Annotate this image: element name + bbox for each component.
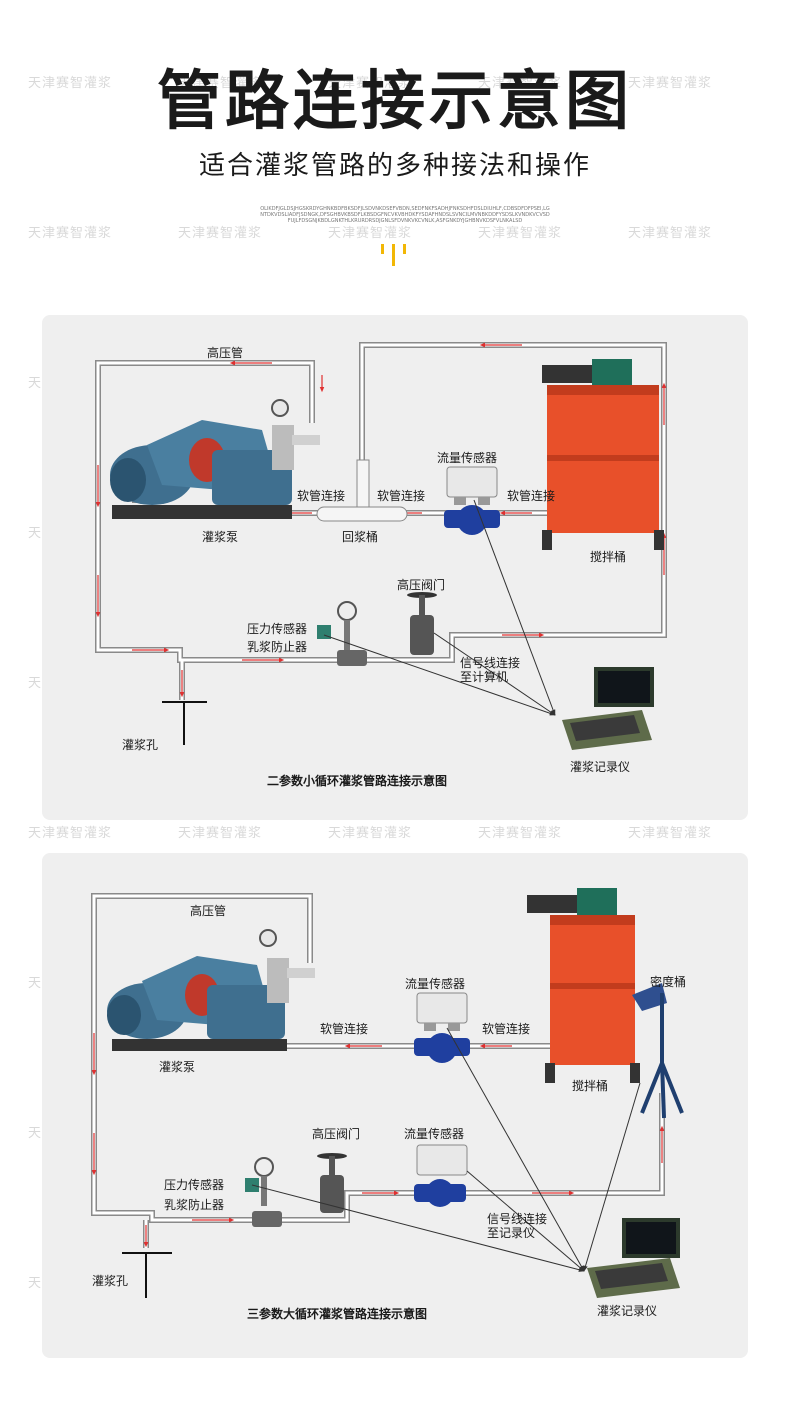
- yellow-accent-marks: [381, 244, 406, 266]
- label-signal-line-2: 至记录仪: [487, 1226, 535, 1240]
- mixing-tank-icon: [542, 359, 664, 550]
- grout-pump-icon: [110, 399, 320, 519]
- watermark-text: 天津赛智灌浆: [478, 826, 563, 841]
- grout-hole-icon: [162, 701, 207, 745]
- diagram-small-circulation: 高压管 软管连接 软管连接 软管连接 流量传感器 灌浆泵 回浆桶 搅拌桶 高压阀…: [42, 315, 748, 820]
- watermark-text: 天津赛智灌浆: [478, 226, 563, 241]
- pressure-sensor-icon: [245, 1157, 282, 1227]
- grout-hole-icon: [122, 1252, 172, 1298]
- label-signal-line-1: 信号线连接: [487, 1211, 547, 1226]
- high-pressure-valve-icon: [317, 1153, 347, 1213]
- flow-sensor-top-icon: [414, 992, 470, 1063]
- diagram-large-circulation-canvas: 高压管 密度桶 流量传感器 软管连接 软管连接 灌浆泵 搅拌桶 高压阀门 流量传…: [91, 888, 686, 1321]
- label-hose-connection-1: 软管连接: [297, 488, 345, 503]
- label-flow-sensor: 流量传感器: [437, 450, 497, 465]
- diagram-caption: 三参数大循环灌浆管路连接示意图: [247, 1306, 427, 1321]
- watermark-text: 天津赛智灌浆: [28, 226, 113, 241]
- pressure-sensor-icon: [317, 601, 367, 666]
- label-grout-pump: 灌浆泵: [159, 1059, 195, 1074]
- label-flow-sensor-top: 流量传感器: [405, 976, 465, 991]
- watermark-text: 天津赛智灌浆: [178, 826, 263, 841]
- diagram-caption: 二参数小循环灌浆管路连接示意图: [267, 773, 447, 788]
- flow-sensor-bottom-icon: [414, 1144, 468, 1207]
- mixing-tank-icon: [527, 888, 640, 1083]
- label-mixing-tank: 搅拌桶: [572, 1078, 608, 1093]
- label-high-pressure-valve: 高压阀门: [312, 1126, 360, 1141]
- flow-arrows: [91, 1033, 665, 1248]
- label-hose-connection-1: 软管连接: [320, 1021, 368, 1036]
- label-signal-line-2: 至计算机: [460, 669, 508, 684]
- watermark-text: 天津赛智灌浆: [628, 826, 713, 841]
- label-emulsion-stopper: 乳浆防止器: [164, 1197, 224, 1212]
- page-subtitle: 适合灌浆管路的多种接法和操作: [198, 151, 591, 181]
- label-hose-connection-2: 软管连接: [377, 488, 425, 503]
- watermark-text: 天津赛智灌浆: [328, 226, 413, 241]
- label-mixing-tank: 搅拌桶: [590, 549, 626, 564]
- page-title: 管路连接示意图: [157, 65, 633, 139]
- density-tank-icon: [632, 983, 684, 1119]
- label-grout-hole: 灌浆孔: [92, 1273, 128, 1288]
- signal-lines: [323, 499, 556, 716]
- label-high-pressure-valve: 高压阀门: [397, 577, 445, 592]
- grout-recorder-icon: [587, 1218, 680, 1298]
- watermark-text: 天津赛智灌浆: [628, 226, 713, 241]
- label-grout-recorder: 灌浆记录仪: [570, 759, 630, 774]
- label-hose-connection-3: 软管连接: [507, 488, 555, 503]
- grout-pump-icon: [107, 929, 315, 1051]
- label-flow-sensor-bottom: 流量传感器: [404, 1126, 464, 1141]
- watermark-text: 天津赛智灌浆: [28, 826, 113, 841]
- high-pressure-valve-icon: [407, 592, 437, 655]
- fine-print-text: OLIKDFJGLDSJHGSKRDYGHNKBDFBKSDFJLSDVNKDS…: [260, 206, 550, 224]
- label-grout-recorder: 灌浆记录仪: [597, 1303, 657, 1318]
- watermark-text: 天津赛智灌浆: [178, 226, 263, 241]
- label-return-tank: 回浆桶: [342, 529, 378, 544]
- label-signal-line-1: 信号线连接: [460, 655, 520, 670]
- label-grout-pump: 灌浆泵: [202, 529, 238, 544]
- signal-lines: [251, 1027, 641, 1272]
- label-density-tank: 密度桶: [650, 974, 686, 989]
- label-grout-hole: 灌浆孔: [122, 737, 158, 752]
- diagram-small-circulation-canvas: 高压管 软管连接 软管连接 软管连接 流量传感器 灌浆泵 回浆桶 搅拌桶 高压阀…: [95, 342, 667, 788]
- diagram-large-circulation: 高压管 密度桶 流量传感器 软管连接 软管连接 灌浆泵 搅拌桶 高压阀门 流量传…: [42, 853, 748, 1358]
- label-high-pressure-pipe: 高压管: [190, 903, 226, 918]
- flow-sensor-icon: [444, 466, 500, 535]
- grout-recorder-icon: [562, 667, 654, 750]
- return-tank-icon: [316, 459, 408, 522]
- label-hose-connection-2: 软管连接: [482, 1021, 530, 1036]
- watermark-text: 天津赛智灌浆: [328, 826, 413, 841]
- label-pressure-sensor: 压力传感器: [247, 621, 307, 636]
- label-high-pressure-pipe: 高压管: [207, 345, 243, 360]
- label-pressure-sensor: 压力传感器: [164, 1177, 224, 1192]
- label-emulsion-stopper: 乳浆防止器: [247, 639, 307, 654]
